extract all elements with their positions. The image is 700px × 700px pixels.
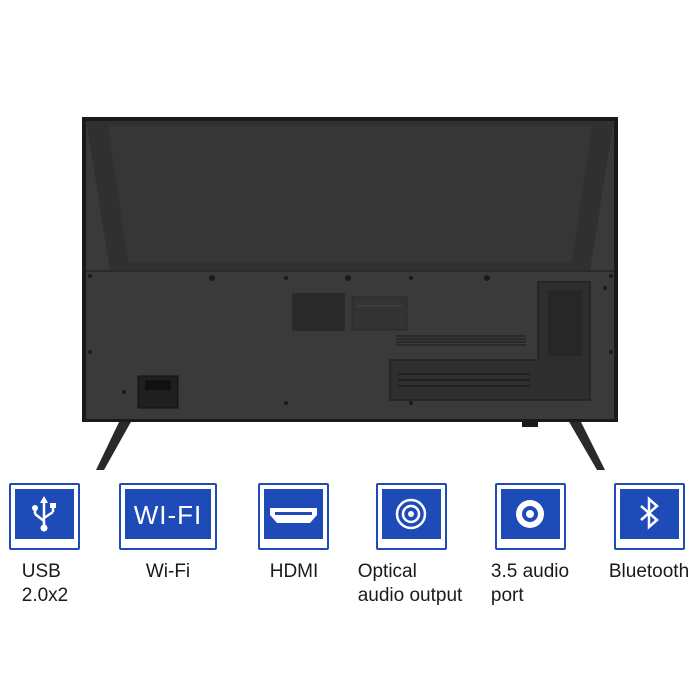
bluetooth-label: Bluetooth (609, 560, 689, 584)
tv-serial-sticker (351, 296, 408, 331)
optical-label-line1: Optical (357, 561, 417, 582)
tv-left-leg (96, 420, 132, 470)
audio-jack-label-line2: port (490, 585, 524, 606)
tv-label-sticker (292, 293, 345, 331)
tv-port-panel (389, 281, 591, 401)
usb-badge (9, 483, 80, 550)
wifi-badge-text: WI-FI (134, 500, 203, 530)
hdmi-label-line1: HDMI (269, 561, 319, 582)
optical-label: Optical audio output (358, 560, 463, 608)
audio-jack-label: 3.5 audio port (491, 560, 569, 608)
bluetooth-label-line1: Bluetooth (608, 561, 690, 582)
usb-icon (32, 496, 56, 532)
bluetooth-icon (640, 496, 659, 530)
tv-back-illustration (82, 117, 618, 470)
bluetooth-badge (614, 483, 685, 550)
hdmi-icon (270, 508, 317, 523)
wifi-label: Wi-Fi (146, 560, 190, 584)
tv-vents (396, 335, 526, 346)
feature-icon-row: USB 2.0x2 WI-FI Wi-Fi HDMI Optical audio… (0, 480, 700, 640)
wifi-icon: WI-FI (134, 500, 203, 530)
audio-jack-icon (516, 500, 544, 528)
tv-right-leg (568, 420, 605, 470)
audio-jack-badge (495, 483, 566, 550)
hdmi-label: HDMI (270, 560, 319, 584)
audio-jack-label-line1: 3.5 audio (490, 561, 570, 582)
optical-badge (376, 483, 447, 550)
wifi-label-line1: Wi-Fi (145, 561, 191, 582)
optical-label-line2: audio output (357, 585, 463, 606)
wifi-badge: WI-FI (119, 483, 217, 550)
usb-label-line2: 2.0x2 (21, 585, 69, 606)
usb-label: USB 2.0x2 (22, 560, 68, 608)
hdmi-badge (258, 483, 329, 550)
usb-label-line1: USB (21, 561, 61, 582)
optical-audio-icon (395, 498, 427, 530)
